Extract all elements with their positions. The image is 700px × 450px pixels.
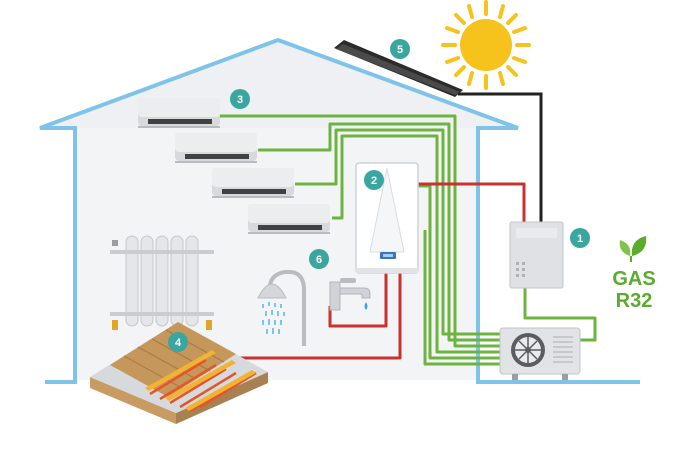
badge-5: 5 <box>390 39 410 59</box>
outdoor-unit-icon <box>499 327 581 380</box>
gas-label-line2: R32 <box>616 290 653 312</box>
wall-unit-2 <box>175 133 257 163</box>
house-outline <box>39 37 640 384</box>
control-unit-icon <box>509 221 564 289</box>
sun-icon <box>441 0 531 90</box>
solar-panel-icon <box>334 40 463 97</box>
refrigerant-lines <box>218 114 597 366</box>
solar-connection-line <box>458 92 543 222</box>
hot-water-lines <box>218 182 526 360</box>
badge-2: 2 <box>364 170 384 190</box>
badge-6: 6 <box>309 249 329 269</box>
shower-icon <box>257 269 306 346</box>
badge-1-label: 1 <box>577 233 583 245</box>
wall-unit-3 <box>212 168 294 198</box>
gas-label-line1: GAS <box>612 268 655 290</box>
boiler-icon <box>355 162 419 274</box>
radiator-icon <box>110 235 214 330</box>
wall-unit-1 <box>138 98 220 128</box>
wall-unit-4 <box>248 204 330 234</box>
leaves-icon <box>619 236 647 262</box>
badge-2-label: 2 <box>371 175 377 187</box>
badge-4: 4 <box>168 332 188 352</box>
badge-5-label: 5 <box>397 44 403 56</box>
faucet-icon <box>329 278 371 311</box>
badge-6-label: 6 <box>316 254 322 266</box>
badge-1: 1 <box>570 228 590 248</box>
badge-3: 3 <box>230 89 250 109</box>
badge-4-label: 4 <box>175 337 182 349</box>
badge-3-label: 3 <box>237 94 243 106</box>
floor-heating-icon <box>90 322 268 424</box>
